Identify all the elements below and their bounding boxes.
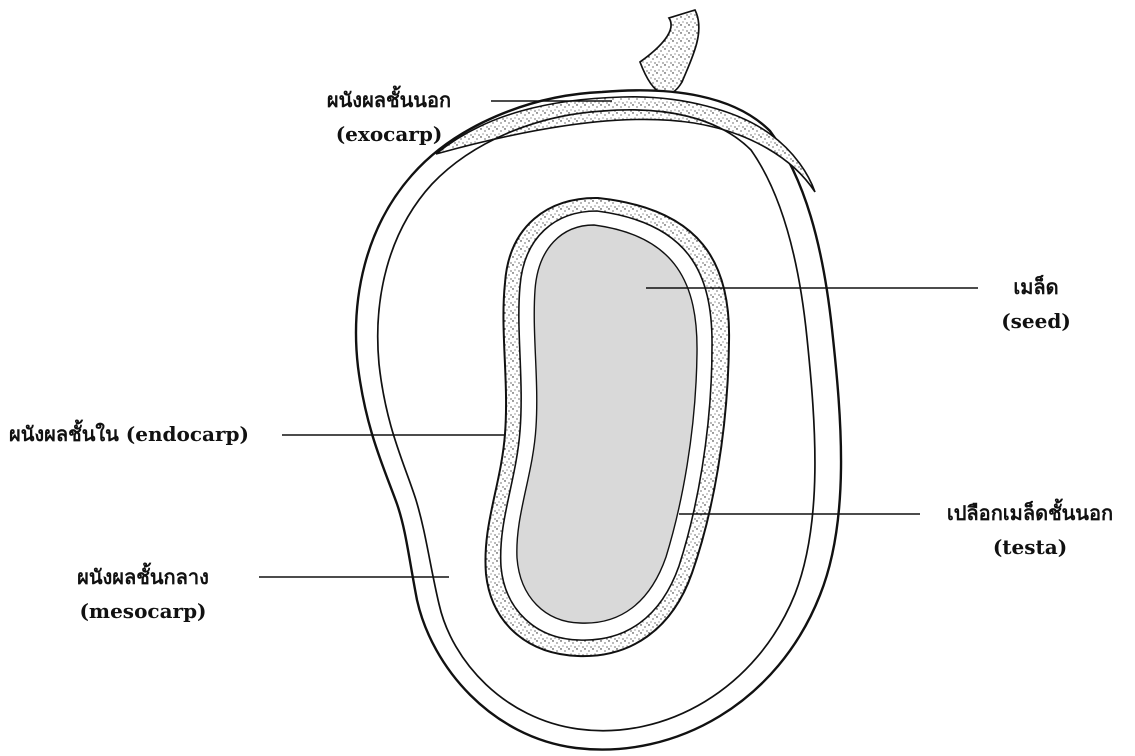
- mesocarp-thai-label: ผนังผลชั้นกลาง: [77, 565, 209, 589]
- testa-english-label: (testa): [930, 537, 1130, 557]
- endocarp-text-label: ผนังผลชั้นใน (endocarp): [9, 422, 249, 446]
- endocarp-label: ผนังผลชั้นใน (endocarp): [9, 424, 249, 444]
- mesocarp-label: ผนังผลชั้นกลาง (mesocarp): [48, 567, 238, 621]
- exocarp-english-label: (exocarp): [300, 124, 478, 144]
- fruit-stem: [640, 10, 699, 94]
- seed-english-label: (seed): [990, 311, 1082, 331]
- mesocarp-english-label: (mesocarp): [48, 601, 238, 621]
- exocarp-thai-label: ผนังผลชั้นนอก: [327, 88, 451, 112]
- seed-thai-label: เมล็ด: [1013, 275, 1058, 299]
- testa-label: เปลือกเมล็ดชั้นนอก (testa): [930, 503, 1130, 557]
- exocarp-label: ผนังผลชั้นนอก (exocarp): [300, 90, 478, 144]
- testa-thai-label: เปลือกเมล็ดชั้นนอก: [947, 501, 1113, 525]
- seed-label: เมล็ด (seed): [990, 277, 1082, 331]
